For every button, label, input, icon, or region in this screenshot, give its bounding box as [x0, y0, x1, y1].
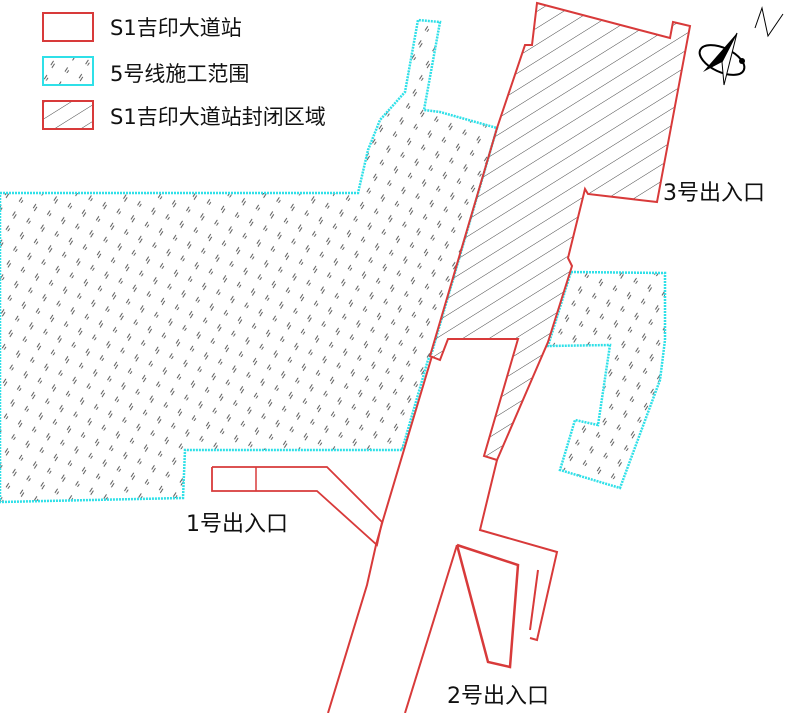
exit2-outline: [455, 543, 520, 669]
exit1-label: 1号出入口: [186, 512, 288, 537]
legend-label-station: S1吉印大道站: [110, 16, 242, 40]
north-arrow-glyph: [754, 6, 784, 38]
station-closed-area: [428, 1, 692, 462]
legend-label-closed-area: S1吉印大道站封闭区域: [110, 105, 326, 129]
legend-swatch-line5: [42, 56, 94, 86]
legend-label-line5: 5号线施工范围: [110, 62, 250, 86]
exit1-outline: [211, 466, 383, 547]
compass-icon: [698, 6, 784, 86]
legend-swatch-station: [42, 12, 94, 42]
exit2-label: 2号出入口: [447, 684, 549, 709]
exit3-label: 3号出入口: [663, 181, 765, 206]
legend-swatch-closed-area: [42, 100, 94, 130]
line5-construction-area-east: [546, 270, 667, 490]
station-outline-right: [478, 459, 559, 642]
line5-construction-area-west: [0, 18, 499, 504]
